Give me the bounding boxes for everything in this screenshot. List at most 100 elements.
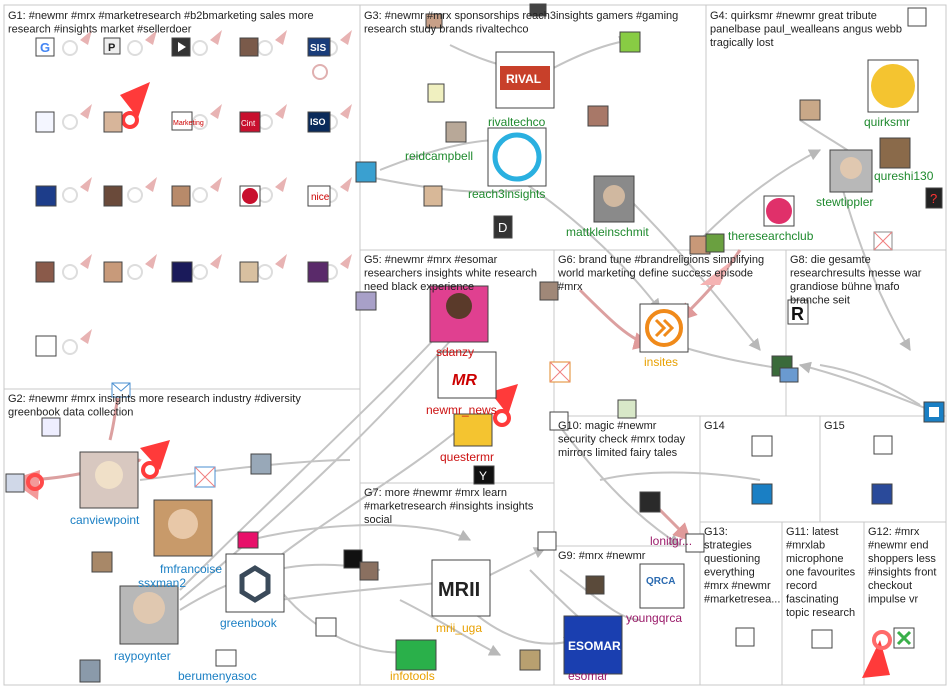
cint-logo-node[interactable] [239, 111, 261, 133]
account-node[interactable] [493, 215, 513, 239]
avatar[interactable] [250, 453, 272, 475]
account-node[interactable] [907, 7, 927, 27]
avatar[interactable] [423, 185, 443, 207]
account-node[interactable] [735, 627, 755, 647]
account-node[interactable] [171, 111, 193, 131]
avatar[interactable] [355, 291, 377, 311]
account-node[interactable] [35, 335, 57, 357]
label-youngqrca[interactable]: youngqrca [626, 611, 682, 625]
svg-text:R: R [791, 304, 804, 324]
label-mrii-uga[interactable]: mrii_uga [436, 621, 482, 635]
group-label-g10: mirrors limited fairy tales [558, 447, 678, 459]
label-quirksmr[interactable]: quirksmr [864, 115, 910, 129]
account-node[interactable] [35, 111, 55, 133]
youngqrca-logo[interactable] [639, 563, 685, 609]
account-node[interactable] [239, 37, 259, 57]
account-node[interactable] [355, 161, 377, 183]
avatar[interactable] [239, 261, 259, 283]
avatar[interactable] [705, 233, 725, 253]
account-node[interactable] [639, 491, 661, 513]
account-node[interactable] [751, 435, 773, 457]
account-node[interactable] [171, 261, 193, 283]
avatar[interactable] [585, 575, 605, 595]
label-insites[interactable]: insites [644, 355, 678, 369]
account-node[interactable] [35, 185, 57, 207]
account-node[interactable] [427, 83, 445, 103]
sis-logo-node[interactable] [307, 37, 331, 57]
account-node[interactable] [685, 533, 705, 553]
label-raypoynter[interactable]: raypoynter [114, 649, 171, 663]
account-node[interactable] [617, 399, 637, 419]
label-reidcampbell[interactable]: reidcampbell [405, 149, 473, 163]
label-stewtippler[interactable]: stewtippler [816, 195, 873, 209]
label-fmfrancoise[interactable]: fmfrancoise [160, 562, 222, 576]
label-berumenyasoc[interactable]: berumenyasoc [178, 669, 257, 683]
account-node[interactable] [537, 531, 557, 551]
account-node[interactable] [307, 261, 329, 283]
account-node[interactable] [41, 417, 61, 437]
group-label-g13: strategies [704, 540, 752, 552]
account-node[interactable] [343, 549, 363, 569]
account-node[interactable] [473, 465, 495, 485]
account-node[interactable] [529, 3, 547, 17]
avatar[interactable] [445, 121, 467, 143]
greenbook-logo[interactable] [225, 553, 285, 613]
account-node[interactable] [779, 367, 799, 383]
avatar[interactable] [519, 649, 541, 671]
group-label-g4: tragically lost [710, 37, 774, 49]
label-esomar[interactable]: esomar [568, 669, 608, 683]
r-logo-node[interactable] [787, 299, 809, 325]
label-sdanzy[interactable]: sdanzy [436, 345, 474, 359]
label-questermr[interactable]: questermr [440, 450, 494, 464]
account-node[interactable] [751, 483, 773, 505]
group-label-g11: G11: latest [786, 526, 838, 538]
esomar-logo[interactable] [563, 615, 623, 675]
avatar[interactable] [425, 13, 443, 29]
avatar[interactable] [103, 185, 123, 207]
avatar[interactable] [5, 473, 25, 493]
avatar[interactable] [103, 261, 123, 283]
account-node[interactable] [873, 435, 893, 455]
account-node[interactable] [237, 531, 259, 549]
iso-logo-node[interactable] [307, 111, 331, 133]
mrii-logo[interactable] [431, 559, 491, 617]
avatar[interactable] [799, 99, 821, 121]
avatar[interactable] [91, 551, 113, 573]
account-node[interactable] [871, 483, 893, 505]
newmr-news-logo[interactable] [437, 351, 497, 399]
label-theresearchclub[interactable]: theresearchclub [728, 229, 814, 243]
avatar[interactable] [171, 185, 191, 207]
avatar[interactable] [539, 281, 559, 301]
google-logo-node[interactable] [35, 37, 55, 57]
account-node[interactable] [315, 617, 337, 637]
label-newmr-news[interactable]: newmr_news [426, 403, 497, 417]
avatar[interactable] [35, 261, 55, 283]
group-label-g13: #mrx #newmr [704, 580, 771, 592]
group-label-g1: G1: #newmr #mrx #marketresearch #b2bmark… [8, 10, 314, 22]
label-greenbook[interactable]: greenbook [220, 616, 278, 630]
group-label-g13: #marketresea... [704, 594, 780, 606]
infotools-logo[interactable] [395, 639, 437, 671]
label-canviewpoint[interactable]: canviewpoint [70, 513, 140, 527]
avatar[interactable] [587, 105, 609, 127]
account-node[interactable] [215, 649, 237, 667]
qureshi130-avatar[interactable] [879, 137, 911, 169]
account-node[interactable] [549, 411, 569, 431]
account-node[interactable] [811, 629, 833, 649]
label-lonitgroup[interactable]: lonitgr... [650, 534, 692, 548]
nice-logo-node[interactable] [307, 185, 331, 207]
avatar[interactable] [103, 111, 123, 133]
account-node[interactable] [103, 37, 121, 55]
label-mattkleinschmit[interactable]: mattkleinschmit [566, 225, 649, 239]
account-node[interactable] [619, 31, 641, 53]
reach3insights-logo[interactable] [487, 127, 547, 187]
label-rivaltechco[interactable]: rivaltechco [488, 115, 546, 129]
label-infotools[interactable]: infotools [390, 669, 435, 683]
label-ssxman2[interactable]: ssxman2 [138, 576, 186, 590]
avatar[interactable] [359, 561, 379, 581]
avatar[interactable] [79, 659, 101, 683]
account-node[interactable] [925, 187, 943, 209]
label-reach3insights[interactable]: reach3insights [468, 187, 545, 201]
label-qureshi130[interactable]: qureshi130 [874, 169, 934, 183]
questermr-logo[interactable] [453, 413, 493, 447]
